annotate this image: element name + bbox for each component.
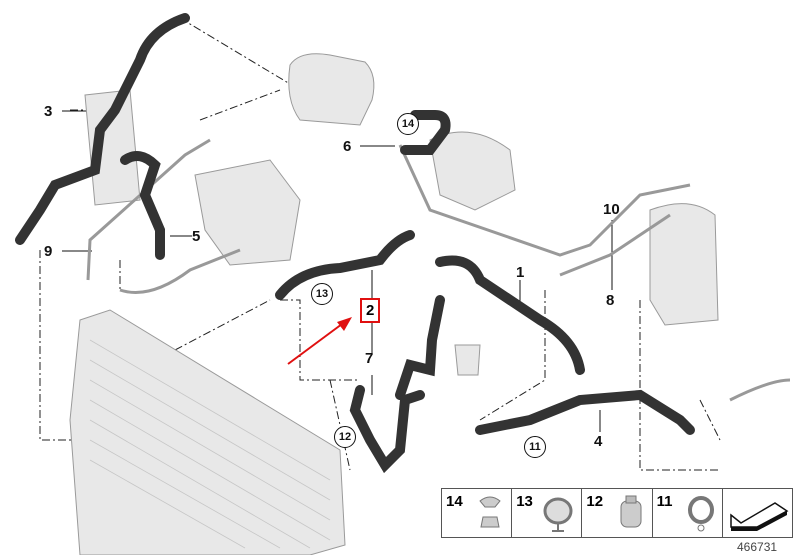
clamp-11-icon (687, 496, 714, 532)
callout-8: 8 (606, 292, 615, 309)
legend-item-11: 11 (653, 489, 723, 537)
circled-callout-13: 13 (311, 283, 333, 305)
callout-1: 1 (516, 264, 525, 281)
clamp-12-icon (620, 495, 642, 528)
callout-10: 10 (603, 201, 620, 218)
callout-6: 6 (343, 138, 352, 155)
legend-item-14: 14 (442, 489, 513, 537)
callout-4: 4 (594, 433, 603, 450)
callout-3: 3 (44, 103, 53, 120)
clip-14-icon (479, 496, 501, 528)
circled-callout-12: 12 (334, 426, 356, 448)
callout-2-highlighted: 2 (360, 298, 381, 323)
diagram-reference-number: 466731 (737, 540, 778, 554)
legend-orientation-arrow (723, 489, 792, 537)
legend-item-13: 13 (512, 489, 583, 537)
clip-legend: 14 13 12 11 (441, 488, 793, 538)
circled-callout-11: 11 (524, 436, 546, 458)
callout-7: 7 (365, 350, 374, 367)
clamp-13-icon (543, 497, 573, 532)
callout-5: 5 (192, 228, 201, 245)
legend-item-12: 12 (582, 489, 653, 537)
orientation-arrow-icon (730, 502, 789, 531)
circled-callout-14: 14 (397, 113, 419, 135)
callout-9: 9 (44, 243, 53, 260)
